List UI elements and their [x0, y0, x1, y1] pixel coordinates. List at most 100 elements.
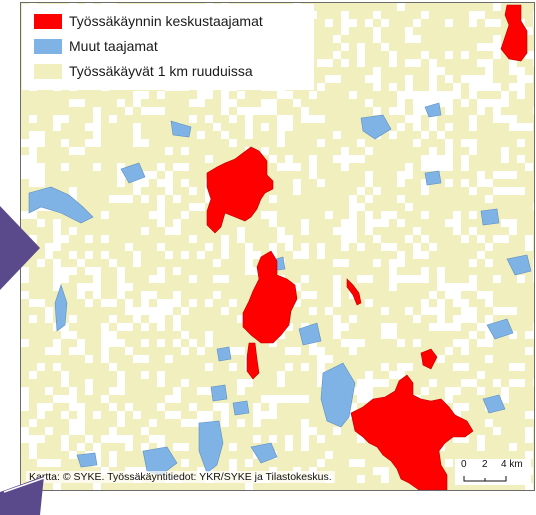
grid-cell: [301, 131, 309, 139]
grid-cell: [509, 323, 517, 331]
grid-cell: [117, 155, 125, 163]
grid-cell: [93, 195, 101, 203]
grid-cell: [317, 331, 325, 339]
grid-cell: [133, 243, 141, 251]
grid-cell: [501, 363, 509, 371]
grid-cell: [525, 419, 533, 427]
grid-cell: [509, 179, 517, 187]
grid-cell: [309, 315, 317, 323]
grid-cell: [205, 99, 213, 107]
grid-cell: [21, 99, 29, 107]
grid-cell: [525, 19, 533, 27]
grid-cell: [525, 211, 533, 219]
grid-cell: [101, 179, 109, 187]
grid-cell: [109, 371, 117, 379]
grid-cell: [461, 203, 469, 211]
grid-cell: [357, 171, 365, 179]
grid-cell: [77, 139, 85, 147]
grid-cell: [517, 131, 525, 139]
grid-cell: [429, 131, 437, 139]
grid-cell: [301, 403, 309, 411]
grid-cell: [85, 131, 93, 139]
grid-cell: [517, 291, 525, 299]
grid-cell: [341, 91, 349, 99]
grid-cell: [29, 427, 37, 435]
grid-cell: [293, 411, 301, 419]
legend-item-grid: Työssäkäyvät 1 km ruuduissa: [34, 63, 253, 79]
grid-cell: [253, 123, 261, 131]
grid-cell: [85, 227, 93, 235]
grid-cell: [141, 147, 149, 155]
grid-cell: [93, 323, 101, 331]
grid-cell: [445, 315, 453, 323]
grid-cell: [453, 75, 461, 83]
grid-cell: [405, 347, 413, 355]
grid-cell: [109, 187, 117, 195]
grid-cell: [189, 331, 197, 339]
corner-nav-arrow-icon[interactable]: [0, 470, 50, 515]
grid-cell: [117, 331, 125, 339]
grid-cell: [37, 267, 45, 275]
grid-cell: [477, 19, 485, 27]
grid-cell: [477, 227, 485, 235]
grid-cell: [197, 291, 205, 299]
grid-cell: [197, 243, 205, 251]
grid-cell: [237, 323, 245, 331]
grid-cell: [125, 419, 133, 427]
grid-cell: [365, 459, 373, 467]
grid-cell: [357, 235, 365, 243]
grid-cell: [317, 187, 325, 195]
grid-cell: [493, 363, 501, 371]
grid-cell: [501, 27, 509, 35]
grid-cell: [437, 243, 445, 251]
grid-cell: [493, 483, 501, 490]
grid-cell: [141, 123, 149, 131]
grid-cell: [397, 235, 405, 243]
grid-cell: [317, 155, 325, 163]
grid-cell: [365, 139, 373, 147]
grid-cell: [93, 147, 101, 155]
grid-cell: [229, 387, 237, 395]
grid-cell: [317, 323, 325, 331]
grid-cell: [133, 483, 141, 490]
grid-cell: [93, 331, 101, 339]
other-urban-area: [120, 162, 146, 184]
grid-cell: [325, 339, 333, 347]
grid-cell: [205, 259, 213, 267]
grid-cell: [317, 259, 325, 267]
grid-cell: [61, 107, 69, 115]
grid-cell: [213, 115, 221, 123]
grid-cell: [181, 283, 189, 291]
grid-cell: [437, 123, 445, 131]
grid-cell: [309, 459, 317, 467]
grid-cell: [229, 323, 237, 331]
left-nav-arrow-icon[interactable]: [0, 206, 40, 290]
grid-cell: [181, 483, 189, 490]
grid-cell: [517, 299, 525, 307]
grid-cell: [437, 35, 445, 43]
grid-cell: [181, 299, 189, 307]
grid-cell: [269, 91, 277, 99]
grid-cell: [229, 483, 237, 490]
grid-cell: [165, 203, 173, 211]
grid-cell: [77, 355, 85, 363]
grid-cell: [133, 459, 141, 467]
grid-cell: [333, 99, 341, 107]
grid-cell: [517, 107, 525, 115]
grid-cell: [141, 347, 149, 355]
grid-cell: [317, 163, 325, 171]
grid-cell: [525, 403, 533, 411]
grid-cell: [45, 123, 53, 131]
grid-cell: [93, 91, 101, 99]
grid-cell: [301, 299, 309, 307]
grid-cell: [397, 187, 405, 195]
grid-cell: [101, 219, 109, 227]
grid-cell: [389, 163, 397, 171]
grid-cell: [349, 139, 357, 147]
grid-cell: [21, 107, 29, 115]
grid-cell: [77, 267, 85, 275]
grid-cell: [453, 163, 461, 171]
grid-cell: [533, 443, 534, 451]
grid-cell: [261, 203, 269, 211]
grid-cell: [45, 323, 53, 331]
